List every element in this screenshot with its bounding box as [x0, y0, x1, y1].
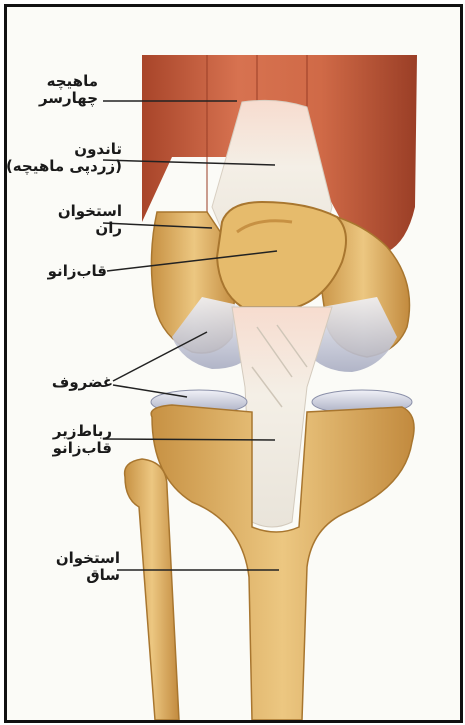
label-patella: قاب‌زانو	[48, 263, 107, 280]
label-femur-line1: استخوان	[58, 203, 122, 220]
label-patellar-ligament-line2: قاب‌زانو	[53, 440, 112, 457]
label-quadriceps-line2: چهارسر	[39, 90, 98, 107]
label-cartilage: غضروف	[52, 374, 113, 391]
label-patellar-ligament: رباط‌زیر قاب‌زانو	[53, 423, 112, 457]
knee-anatomy-illustration	[7, 7, 460, 720]
label-patella-line1: قاب‌زانو	[48, 263, 107, 280]
label-tendon-line2: (زردپی ماهیچه)	[6, 158, 122, 175]
label-femur: استخوان ران	[58, 203, 122, 237]
label-femur-line2: ران	[58, 220, 122, 237]
diagram-frame: ماهیچه چهارسر تاندون (زردپی ماهیچه) استخ…	[4, 4, 463, 723]
label-tibia-line2: ساق	[56, 567, 120, 584]
label-cartilage-line1: غضروف	[52, 374, 113, 391]
label-tendon-line1: تاندون	[6, 141, 122, 158]
label-quadriceps: ماهیچه چهارسر	[39, 73, 98, 107]
label-tibia: استخوان ساق	[56, 550, 120, 584]
label-tendon: تاندون (زردپی ماهیچه)	[6, 141, 122, 175]
label-quadriceps-line1: ماهیچه	[39, 73, 98, 90]
label-patellar-ligament-line1: رباط‌زیر	[53, 423, 112, 440]
fibula	[125, 459, 179, 720]
label-tibia-line1: استخوان	[56, 550, 120, 567]
